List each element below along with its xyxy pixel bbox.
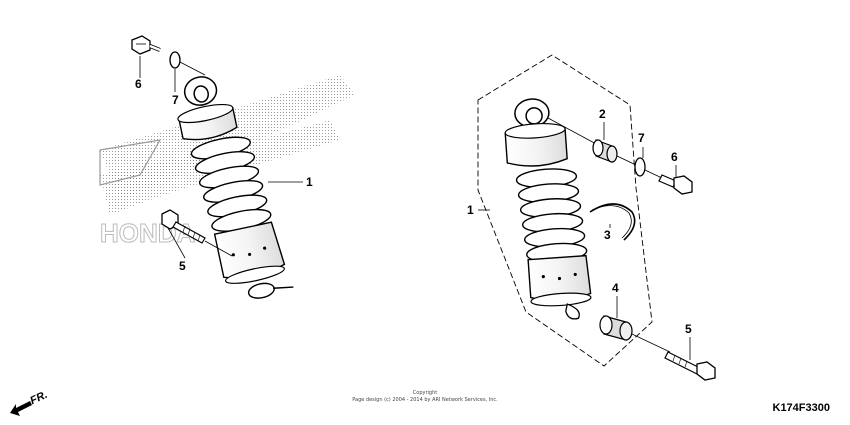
lower-bushing xyxy=(599,315,633,341)
left-bottom-bolt xyxy=(161,209,206,244)
upper-bushing xyxy=(592,139,618,163)
svg-text:HONDA: HONDA xyxy=(100,218,196,248)
right-washer xyxy=(634,157,646,177)
callout-left-1: 1 xyxy=(306,175,313,189)
copyright-title: Copyright xyxy=(412,390,438,396)
front-direction-arrow-icon xyxy=(10,401,32,416)
exploded-view-frame xyxy=(477,54,653,367)
callout-left-6: 6 xyxy=(135,77,142,91)
callout-left-7: 7 xyxy=(172,93,179,107)
right-top-bolt xyxy=(658,174,693,195)
right-bottom-bolt xyxy=(664,351,716,381)
left-washer xyxy=(169,51,181,69)
callout-right-1: 1 xyxy=(467,203,474,217)
callout-right-6: 6 xyxy=(671,150,678,164)
callout-right-5: 5 xyxy=(685,322,692,336)
callout-right-3: 3 xyxy=(604,228,611,242)
snap-ring xyxy=(589,203,636,241)
callout-right-4: 4 xyxy=(612,281,619,295)
diagram-code: K174F3300 xyxy=(772,402,831,414)
right-shock-absorber xyxy=(504,98,592,320)
left-shock-absorber xyxy=(177,76,294,299)
callout-right-2: 2 xyxy=(599,107,606,121)
copyright-notice: Page design (c) 2004 - 2014 by ARI Netwo… xyxy=(352,397,498,403)
left-top-bolt xyxy=(131,35,161,55)
callout-left-5: 5 xyxy=(179,259,186,273)
callout-right-7: 7 xyxy=(638,131,645,145)
